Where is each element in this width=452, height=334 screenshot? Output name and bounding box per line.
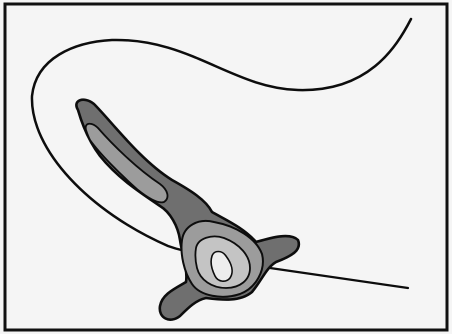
diagram-frame: [0, 0, 452, 334]
contour-diagram: [0, 0, 452, 334]
